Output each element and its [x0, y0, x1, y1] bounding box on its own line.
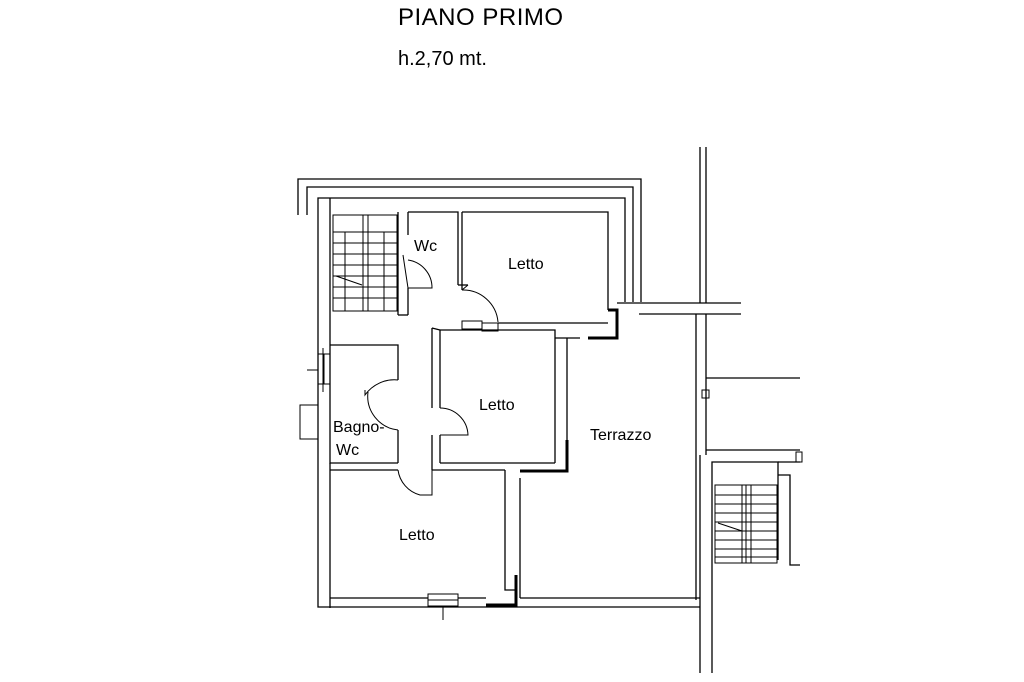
room-label-letto-bottom: Letto	[399, 527, 435, 544]
plan-title: PIANO PRIMO	[398, 4, 564, 31]
room-label-letto-top: Letto	[508, 256, 544, 273]
floor-height: h.2,70 mt.	[398, 48, 487, 70]
room-label-terrazzo: Terrazzo	[590, 427, 651, 444]
door-swings	[364, 254, 499, 496]
room-label-wc: Wc	[414, 238, 437, 255]
outer-walls	[297, 147, 803, 673]
staircase-right	[714, 484, 778, 564]
room-label-letto-center: Letto	[479, 397, 515, 414]
room-label-bagno-line1: Bagno-	[333, 419, 385, 436]
interior-walls	[299, 211, 619, 620]
staircase-left	[332, 214, 398, 312]
room-label-bagno-line2: Wc	[336, 442, 359, 459]
